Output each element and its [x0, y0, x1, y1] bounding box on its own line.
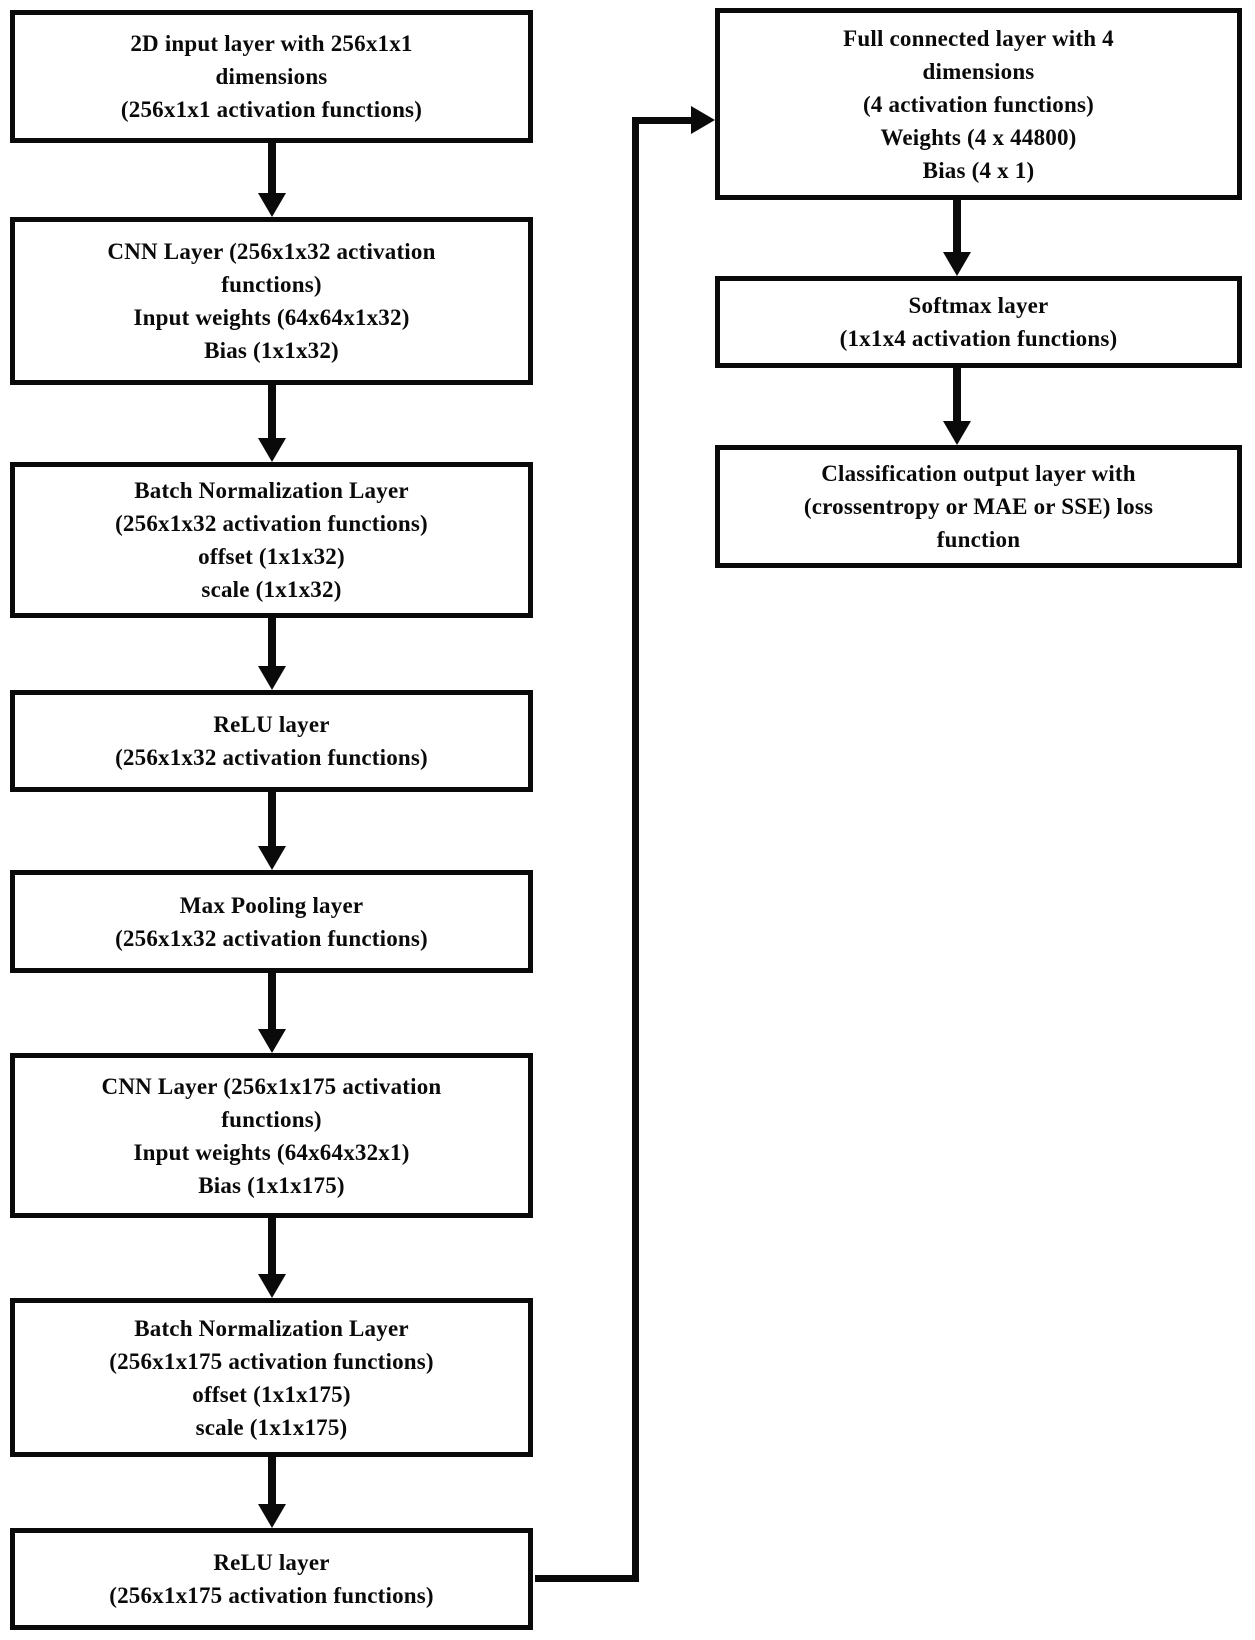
- node-text-line: dimensions: [922, 58, 1035, 84]
- node-max-pooling: Max Pooling layer (256x1x32 activation f…: [10, 870, 533, 973]
- node-softmax: Softmax layer (1x1x4 activation function…: [715, 276, 1242, 368]
- node-batch-norm-1: Batch Normalization Layer (256x1x32 acti…: [10, 462, 533, 618]
- node-text-line: (256x1x32 activation functions): [115, 745, 428, 770]
- node-text-line: Weights (4 x 44800): [880, 124, 1077, 150]
- node-text-line: (256x1x175 activation functions): [109, 1348, 434, 1374]
- node-fully-connected: Full connected layer with 4 dimensions (…: [715, 8, 1242, 200]
- arrow-down-icon: [953, 200, 961, 252]
- node-text-line: scale (1x1x32): [201, 577, 342, 602]
- node-text-line: ReLU layer: [213, 1550, 330, 1575]
- node-text-line: Input weights (64x64x1x32): [133, 305, 410, 330]
- node-cnn-layer-1: CNN Layer (256x1x32 activation functions…: [10, 217, 533, 385]
- node-text-line: functions): [221, 1106, 322, 1132]
- node-text-line: function: [936, 527, 1021, 552]
- node-text-line: Bias (4 x 1): [922, 157, 1035, 183]
- arrow-down-icon: [268, 618, 276, 666]
- node-text-line: 2D input layer with 256x1x1: [130, 31, 413, 56]
- node-text-line: offset (1x1x32): [198, 544, 345, 569]
- node-text-line: scale (1x1x175): [195, 1414, 348, 1440]
- node-text-line: Bias (1x1x175): [198, 1172, 345, 1198]
- node-text-line: Input weights (64x64x32x1): [133, 1139, 410, 1165]
- arrow-down-icon: [268, 792, 276, 846]
- node-relu-1: ReLU layer (256x1x32 activation function…: [10, 690, 533, 792]
- node-text-line: Batch Normalization Layer: [134, 1315, 409, 1341]
- connector-horizontal-segment: [535, 1575, 639, 1582]
- node-text-line: Max Pooling layer: [179, 892, 364, 918]
- arrow-down-icon: [268, 1457, 276, 1504]
- node-text-line: (1x1x4 activation functions): [839, 326, 1118, 351]
- node-text-line: offset (1x1x175): [192, 1381, 351, 1407]
- node-text-line: ReLU layer: [213, 712, 330, 737]
- connector-horizontal-segment: [632, 117, 693, 124]
- arrow-down-icon: [268, 143, 276, 193]
- node-text-line: CNN Layer (256x1x175 activation: [101, 1073, 442, 1099]
- arrow-right-icon: [691, 106, 715, 134]
- node-text-line: (4 activation functions): [863, 91, 1094, 117]
- arrow-down-icon: [953, 368, 961, 421]
- node-batch-norm-2: Batch Normalization Layer (256x1x175 act…: [10, 1298, 533, 1457]
- node-text-line: (crossentropy or MAE or SSE) loss: [803, 494, 1154, 519]
- node-text-line: functions): [221, 272, 322, 297]
- node-text-line: Full connected layer with 4: [843, 25, 1114, 51]
- node-input-layer: 2D input layer with 256x1x1 dimensions (…: [10, 10, 533, 143]
- node-text-line: (256x1x32 activation functions): [115, 511, 428, 536]
- node-relu-2: ReLU layer (256x1x175 activation functio…: [10, 1528, 533, 1630]
- node-text-line: Classification output layer with: [821, 461, 1136, 486]
- arrow-down-icon: [268, 1218, 276, 1274]
- node-text-line: Softmax layer: [908, 293, 1049, 318]
- node-text-line: dimensions: [215, 64, 328, 89]
- arrow-down-icon: [268, 973, 276, 1029]
- node-text-line: (256x1x1 activation functions): [120, 97, 423, 122]
- node-cnn-layer-2: CNN Layer (256x1x175 activation function…: [10, 1053, 533, 1218]
- node-classification-output: Classification output layer with (crosse…: [715, 445, 1242, 568]
- connector-vertical-segment: [632, 117, 639, 1582]
- node-text-line: CNN Layer (256x1x32 activation: [107, 239, 436, 264]
- node-text-line: Bias (1x1x32): [204, 338, 339, 363]
- node-text-line: (256x1x175 activation functions): [109, 1583, 434, 1608]
- arrow-down-icon: [268, 385, 276, 438]
- node-text-line: Batch Normalization Layer: [134, 478, 409, 503]
- node-text-line: (256x1x32 activation functions): [115, 925, 428, 951]
